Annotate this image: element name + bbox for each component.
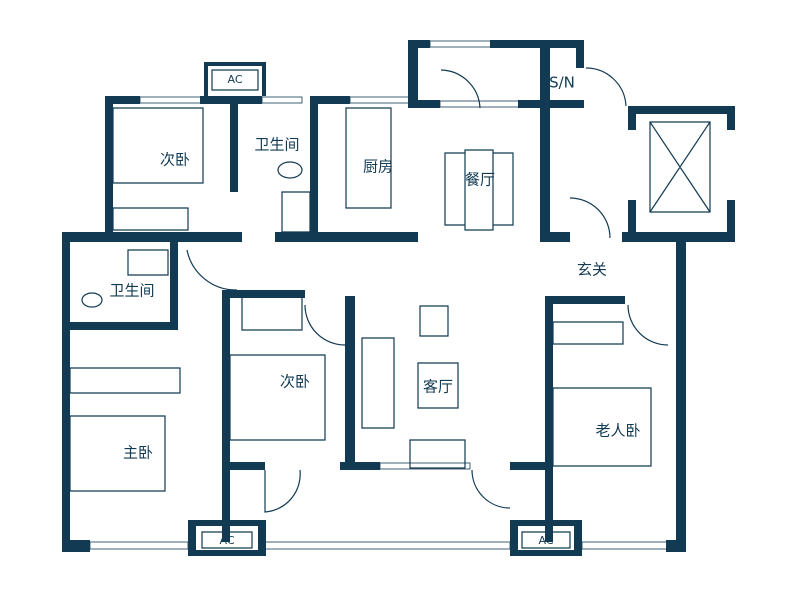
toilet: [81, 292, 103, 308]
window: [429, 40, 493, 48]
ac-label: AC: [219, 534, 234, 547]
window: [261, 96, 303, 104]
window: [581, 541, 668, 550]
room-label-elder-bedroom: 老人卧: [595, 422, 640, 440]
room-label-master-bedroom: 主卧: [123, 444, 153, 462]
room-label-sn: S/N: [549, 74, 575, 92]
window: [349, 96, 411, 104]
window: [89, 541, 189, 550]
room-label-bath-left: 卫生间: [109, 282, 154, 300]
room-label-dining: 餐厅: [465, 171, 495, 189]
room-label-kitchen: 厨房: [363, 158, 393, 176]
room-label-foyer: 玄关: [577, 261, 607, 279]
window: [264, 541, 511, 550]
ac-label: AC: [227, 73, 242, 86]
window: [139, 96, 203, 104]
ac-label: AC: [538, 534, 553, 547]
room-label-bedroom-top: 次卧: [160, 151, 190, 169]
room-label-bedroom-mid: 次卧: [280, 373, 310, 391]
room-label-living: 客厅: [423, 378, 453, 396]
toilet: [277, 161, 303, 179]
walls: [62, 40, 735, 556]
room-label-bath-top: 卫生间: [254, 136, 299, 154]
furniture: [69, 67, 711, 549]
